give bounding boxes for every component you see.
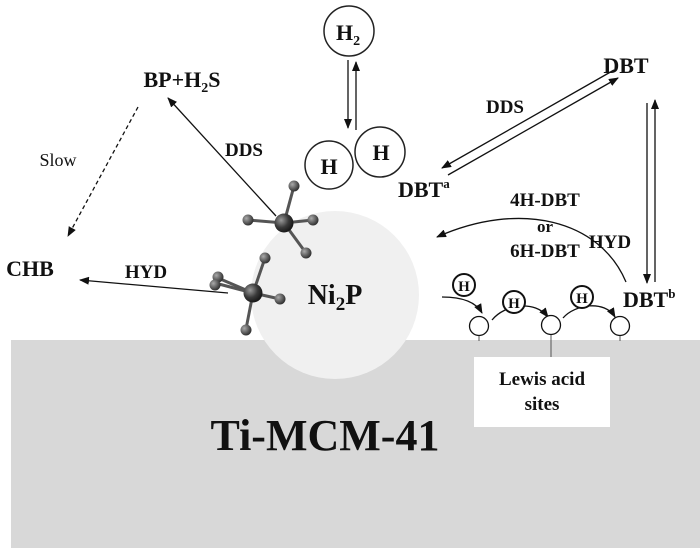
svg-text:H2: H2: [336, 20, 360, 49]
text-part: H: [372, 140, 389, 165]
text-part: P: [345, 280, 362, 311]
text-part: S: [208, 67, 220, 92]
h2-molecule: H2: [323, 5, 375, 57]
text-part: DBT: [623, 287, 669, 312]
text-part: 2: [336, 294, 346, 315]
ni2p-particle: [251, 211, 419, 379]
text-part: Ni: [308, 280, 336, 311]
slow-hydrogenation-arrow: [67, 106, 139, 237]
dds-label-top: DDS: [486, 97, 524, 118]
intermediate-4h-dbt: 4H-DBT: [510, 190, 580, 211]
chb-label: CHB: [6, 256, 54, 281]
dbt-b-label: DBTb: [623, 286, 675, 312]
dbt-label: DBT: [603, 53, 649, 78]
slow-label: Slow: [39, 150, 76, 170]
intermediate-6h-dbt: 6H-DBT: [510, 241, 580, 262]
dbt-a-label: DBTa: [398, 176, 450, 202]
text-part: H: [320, 154, 337, 179]
h-atom: H: [304, 140, 354, 190]
lewis-acid-site: [609, 315, 631, 341]
text-part: BP+H: [143, 67, 201, 92]
text-part: b: [668, 286, 675, 301]
text-part: 2: [201, 81, 208, 96]
dds-product-arrow: [167, 97, 277, 217]
bp-h2s-label: BP+H2S: [143, 67, 220, 96]
dds-label-left: DDS: [225, 140, 263, 161]
dds-forward-arrow: [441, 69, 615, 169]
text-part: 2: [353, 34, 360, 49]
lewis-acid-label-line1: Lewis acid: [498, 369, 586, 390]
hyd-label-left: HYD: [125, 262, 167, 283]
spillover-h: H: [452, 273, 476, 297]
spillover-arrow: [441, 296, 483, 314]
spillover-h: H: [502, 290, 526, 314]
text-part: DBT: [398, 177, 444, 202]
text-part: H: [336, 20, 353, 45]
lewis-acid-sites-box: Lewis acid sites: [474, 357, 610, 427]
dds-reverse-arrow: [447, 77, 619, 176]
lewis-acid-site: [540, 314, 562, 357]
spillover-h: H: [570, 285, 594, 309]
h-atom: H: [354, 126, 406, 178]
text-part: H: [508, 296, 520, 312]
support-label: Ti-MCM-41: [211, 411, 440, 460]
hyd-label-right: HYD: [589, 232, 631, 253]
text-part: a: [443, 176, 450, 191]
spillover-arrow: [562, 305, 616, 319]
adsorbed-molecule-icon: [209, 252, 286, 336]
hyd-product-arrow: [79, 276, 229, 294]
hyd-curved-arrow: [436, 217, 627, 283]
text-part: H: [576, 291, 588, 307]
lewis-acid-label-line2: sites: [524, 394, 560, 415]
text-part: H: [458, 279, 470, 295]
lewis-acid-site: [468, 315, 490, 341]
ni2p-label: Ni2P: [308, 280, 363, 315]
adsorbed-molecule-icon: [242, 180, 319, 259]
